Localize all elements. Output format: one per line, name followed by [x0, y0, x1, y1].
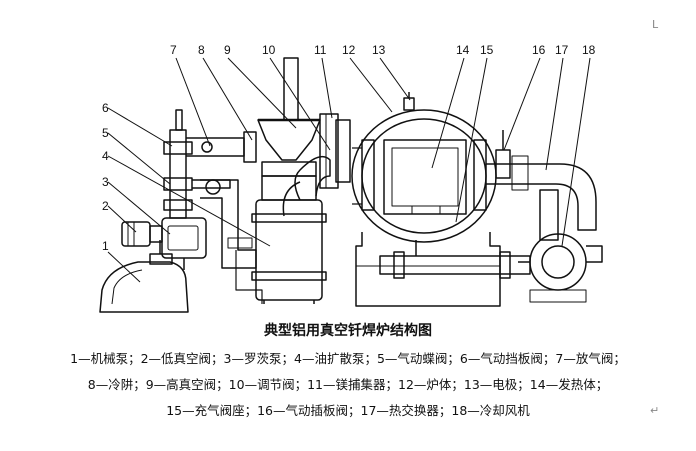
oil-diffusion-pump — [251, 175, 327, 304]
callout-9: 9 — [224, 43, 231, 57]
callout-14: 14 — [456, 43, 470, 57]
legend-line-1: 1—机械泵；2—低真空阀；3—罗茨泵；4—油扩散泵；5—气动蝶阀；6—气动挡板阀… — [70, 351, 626, 366]
heat-exchanger — [486, 155, 597, 241]
callout-18: 18 — [582, 43, 596, 57]
corner-mark-top: L — [652, 18, 659, 31]
callout-numbers: 1 2 3 4 5 6 7 8 9 10 11 12 13 14 15 16 1… — [102, 43, 596, 253]
callout-12: 12 — [342, 43, 356, 57]
legend-line-3: 15—充气阀座；16—气动插板阀；17—热交换器；18—冷却风机 — [166, 403, 530, 418]
electrode — [403, 92, 415, 111]
callout-3: 3 — [102, 175, 109, 189]
callout-5: 5 — [102, 126, 109, 140]
callout-15: 15 — [480, 43, 494, 57]
furnace-body — [351, 109, 497, 243]
corner-mark-bottom: ↵ — [650, 404, 660, 417]
vent-valve — [186, 131, 257, 163]
high-vacuum-valve — [257, 57, 321, 177]
callout-17: 17 — [555, 43, 569, 57]
callout-2: 2 — [102, 199, 109, 213]
figure-title: 典型铝用真空钎焊炉结构图 — [264, 323, 432, 339]
callout-4: 4 — [102, 149, 109, 163]
legend-line-2: 8—冷阱；9—高真空阀；10—调节阀；11—镁捕集器；12—炉体；13—电极；1… — [87, 377, 609, 392]
left-pipe-column — [163, 109, 231, 219]
pneumatic-gate-valve — [495, 130, 511, 179]
magnesium-trap — [319, 113, 351, 189]
furnace-stand — [355, 232, 501, 307]
callout-13: 13 — [372, 43, 386, 57]
callout-6: 6 — [102, 101, 109, 115]
callout-11: 11 — [314, 43, 327, 57]
connecting-duct — [200, 179, 263, 304]
low-vacuum-valve — [121, 221, 163, 247]
callout-1: 1 — [102, 239, 109, 253]
regulating-valve-pipe — [282, 155, 331, 217]
gas-charging-seat — [379, 240, 531, 279]
leader-lines — [107, 57, 591, 283]
mechanical-pump — [99, 240, 189, 313]
cooling-fan — [518, 233, 603, 303]
callout-16: 16 — [532, 43, 546, 57]
heating-element — [383, 139, 467, 215]
callout-7: 7 — [170, 43, 177, 57]
callout-10: 10 — [262, 43, 276, 57]
callout-8: 8 — [198, 43, 205, 57]
